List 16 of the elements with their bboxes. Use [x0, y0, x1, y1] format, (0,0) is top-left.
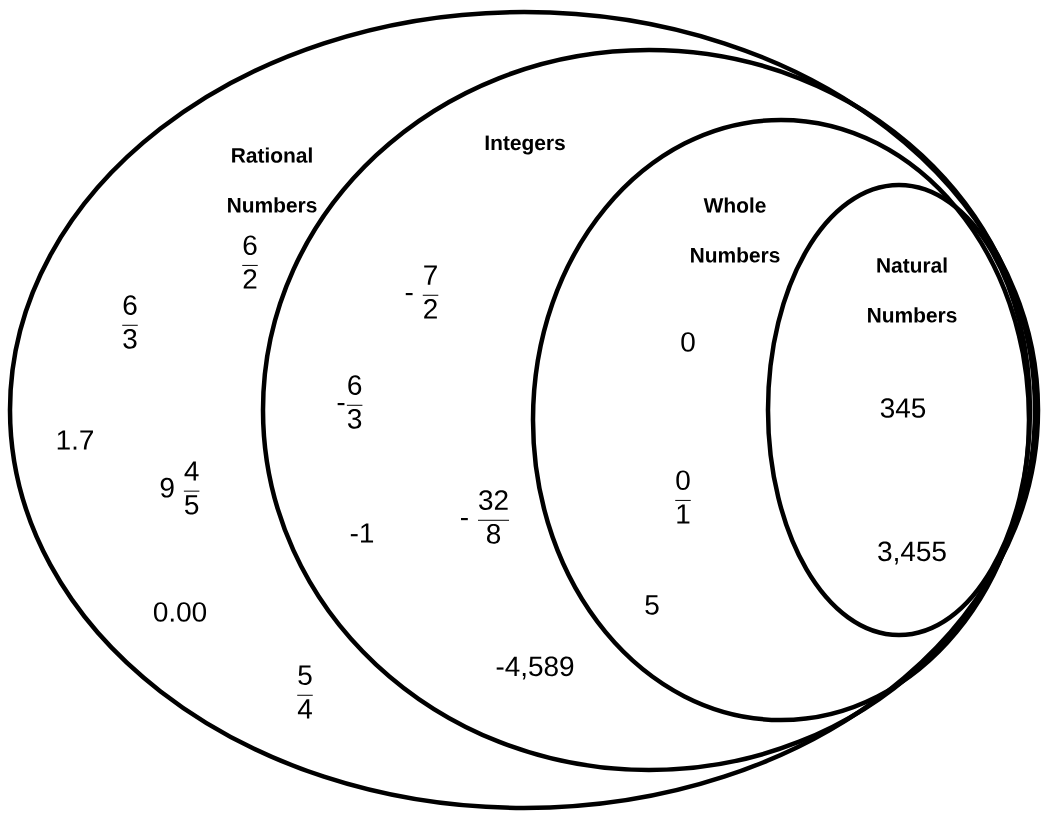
- number-label: -4,589: [496, 656, 574, 680]
- fraction: $\frac{\text{0}}{\text{1}}$: [675, 470, 691, 524]
- number-label: 345: [880, 398, 926, 418]
- fraction: $\frac{\text{5}}{\text{4}}$: [297, 665, 313, 719]
- number-label: -1: [350, 523, 374, 543]
- number-label: 1.7: [57, 430, 93, 450]
- number-label: 5: [645, 595, 659, 615]
- fraction: $\frac{\text{6}}{\text{3}}$: [122, 295, 138, 349]
- fraction: $\frac{\text{6}}{\text{2}}$: [242, 235, 258, 289]
- fraction: $\text{-}\frac{\text{6}}{\text{3}}$: [337, 375, 363, 429]
- number-label: 0: [681, 332, 695, 352]
- fraction: $\text{- }\frac{\text{7}}{\text{2}}$: [405, 265, 439, 319]
- number-label: 3,455: [878, 541, 946, 565]
- fraction: $\text{9 }\frac{\text{4}}{\text{5}}$: [160, 461, 200, 515]
- fraction: $\text{- }\frac{\text{32}}{\text{8}}$: [461, 490, 510, 544]
- number-label: 0.00: [153, 602, 207, 622]
